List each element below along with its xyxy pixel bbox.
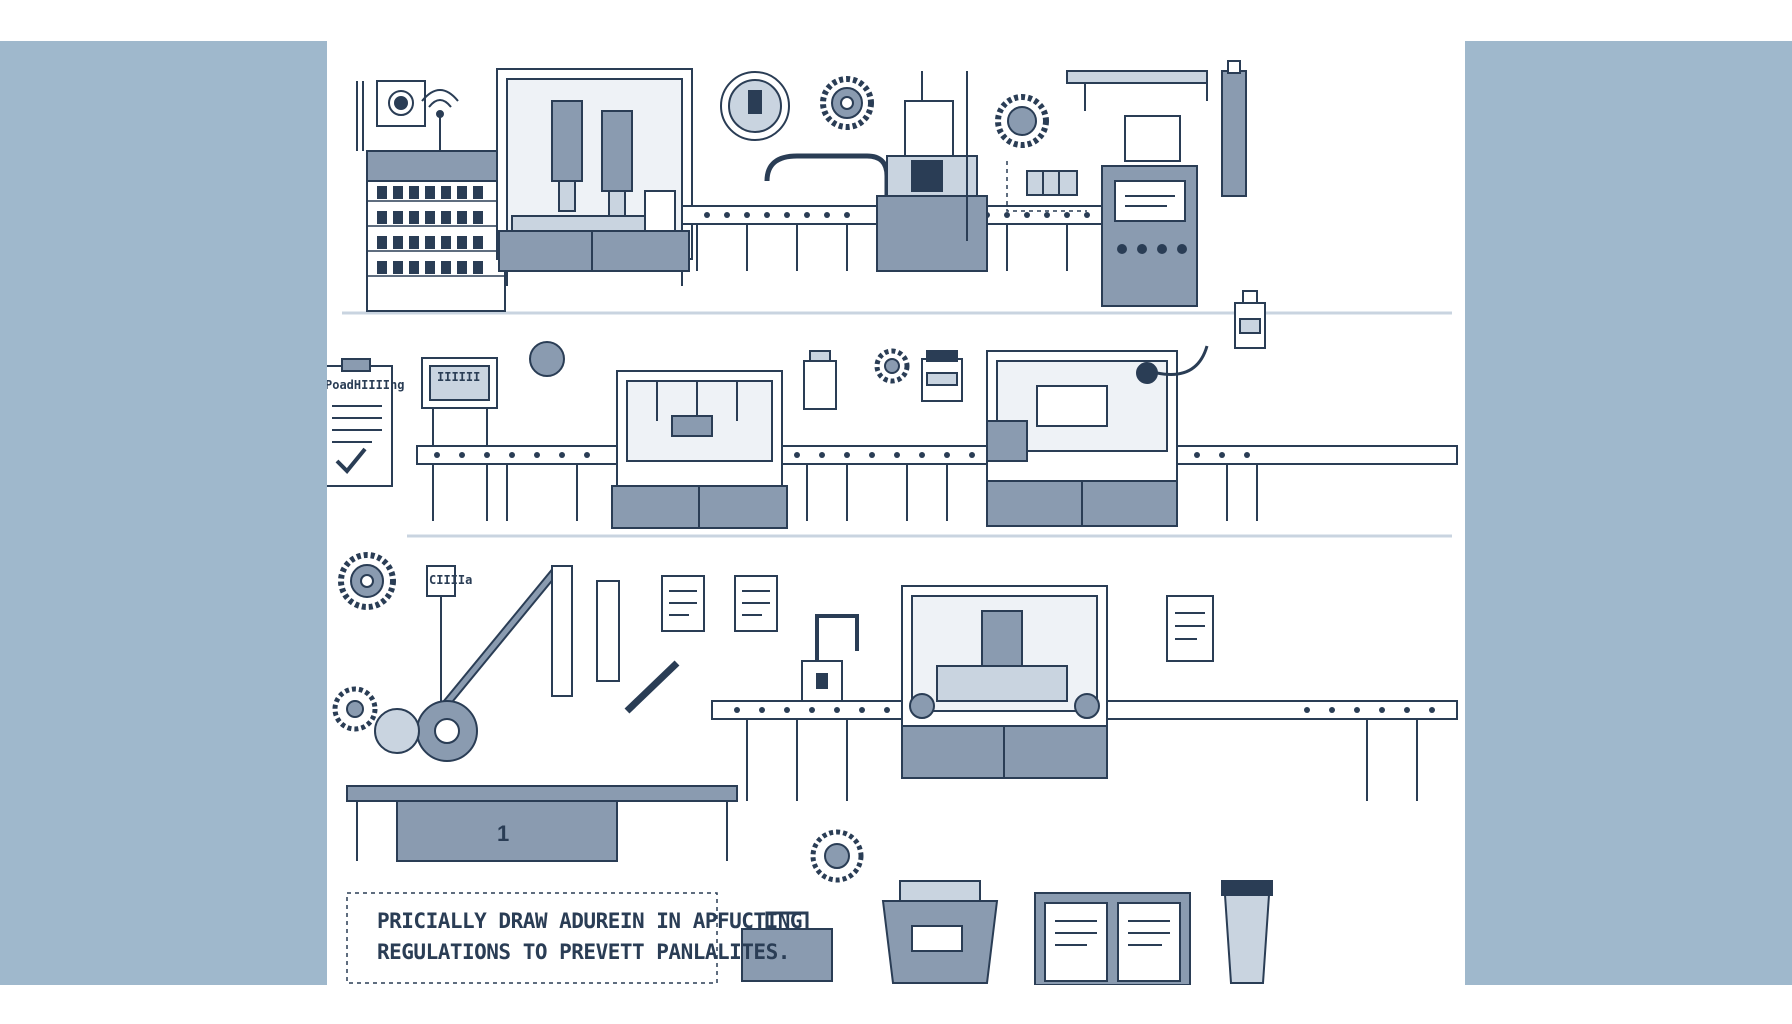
clock-icon [720, 71, 790, 141]
filling-machine [496, 68, 693, 286]
document-icon [734, 575, 778, 632]
capping-machine [986, 345, 1209, 527]
right-background-panel [1465, 41, 1792, 985]
gear-icon [529, 341, 565, 377]
box-stack-icon [1006, 161, 1087, 212]
caption-frame [346, 892, 718, 984]
illustration-panel: PoadHIIIIng IIIIII [327, 41, 1465, 985]
monitor-screen: IIIIII [421, 357, 498, 521]
conveyor-belt [416, 445, 1458, 521]
container-icon [1221, 880, 1273, 984]
gear-icon [810, 829, 864, 883]
padlock-icon [801, 614, 859, 702]
pipe-machine [764, 71, 988, 272]
caption-line-1: PRICIALLY DRAW ADUREIN IN APFUCTING [377, 909, 803, 933]
press-number: 1 [497, 821, 509, 846]
binder-icon [1034, 892, 1191, 985]
gear-icon [874, 348, 910, 384]
control-cabinet [1101, 115, 1198, 307]
labeling-machine [611, 370, 788, 529]
gear-icon [332, 686, 378, 732]
overhead-pipe [1066, 60, 1247, 197]
clipboard-label: PoadHIIIIng [327, 378, 404, 392]
factory-illustration: PoadHIIIIng IIIIII [327, 60, 1458, 985]
toolbox-icon [741, 911, 833, 982]
bottle-icon [1234, 290, 1266, 349]
gear-icon [995, 94, 1049, 148]
document-icon [1166, 595, 1214, 662]
press-machine: CIIIIa 1 [346, 565, 738, 862]
screen-label: IIIIII [437, 370, 480, 384]
left-background-panel [0, 41, 327, 985]
document-icon [661, 575, 705, 632]
target-icon [376, 80, 426, 127]
caption-line-2: REGULATIONS TO PREVETT PANLALITES. [377, 940, 790, 964]
product-shelf [356, 81, 506, 312]
gear-icon [338, 552, 396, 610]
jar-icon [921, 350, 963, 402]
jar-icon [803, 350, 837, 410]
inspection-machine [901, 585, 1108, 779]
machine-label: CIIIIa [429, 573, 472, 587]
wifi-icon [421, 89, 459, 151]
gear-icon [820, 76, 874, 130]
storage-bin-icon [881, 880, 999, 984]
caption: PRICIALLY DRAW ADUREIN IN APFUCTING REGU… [377, 906, 807, 968]
clipboard-icon: PoadHIIIIng [327, 358, 404, 487]
